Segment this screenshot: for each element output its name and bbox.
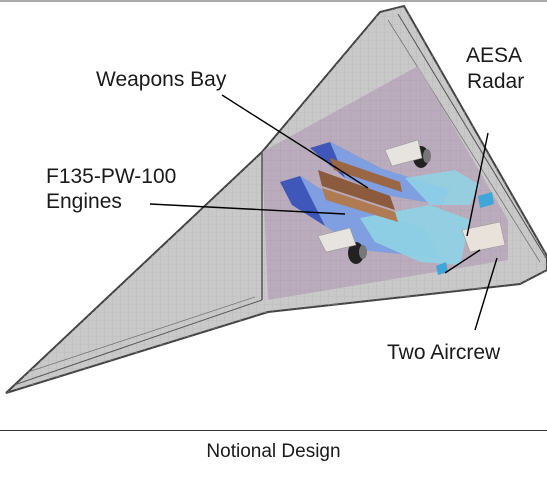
label-engines-line2: Engines xyxy=(46,190,122,213)
label-aircrew: Two Aircrew xyxy=(387,341,501,364)
leader-aircrew-1 xyxy=(444,249,481,274)
weapons-stores xyxy=(318,158,402,222)
leader-engines xyxy=(149,203,346,215)
intake-ducts xyxy=(360,170,480,265)
leader-weapons-bay xyxy=(221,94,369,189)
caption: Notional Design xyxy=(206,441,341,462)
label-radar-line2: Radar xyxy=(467,70,525,93)
label-radar-line1: AESA xyxy=(466,44,523,67)
landing-gear xyxy=(317,139,431,264)
leader-lines xyxy=(149,94,498,331)
leader-radar xyxy=(466,132,489,237)
label-engines-line1: F135-PW-100 xyxy=(46,165,177,188)
caption-rule xyxy=(0,430,547,431)
cockpit-area xyxy=(436,192,506,275)
leader-aircrew-2 xyxy=(474,257,498,331)
label-weapons-bay: Weapons Bay xyxy=(96,68,227,91)
